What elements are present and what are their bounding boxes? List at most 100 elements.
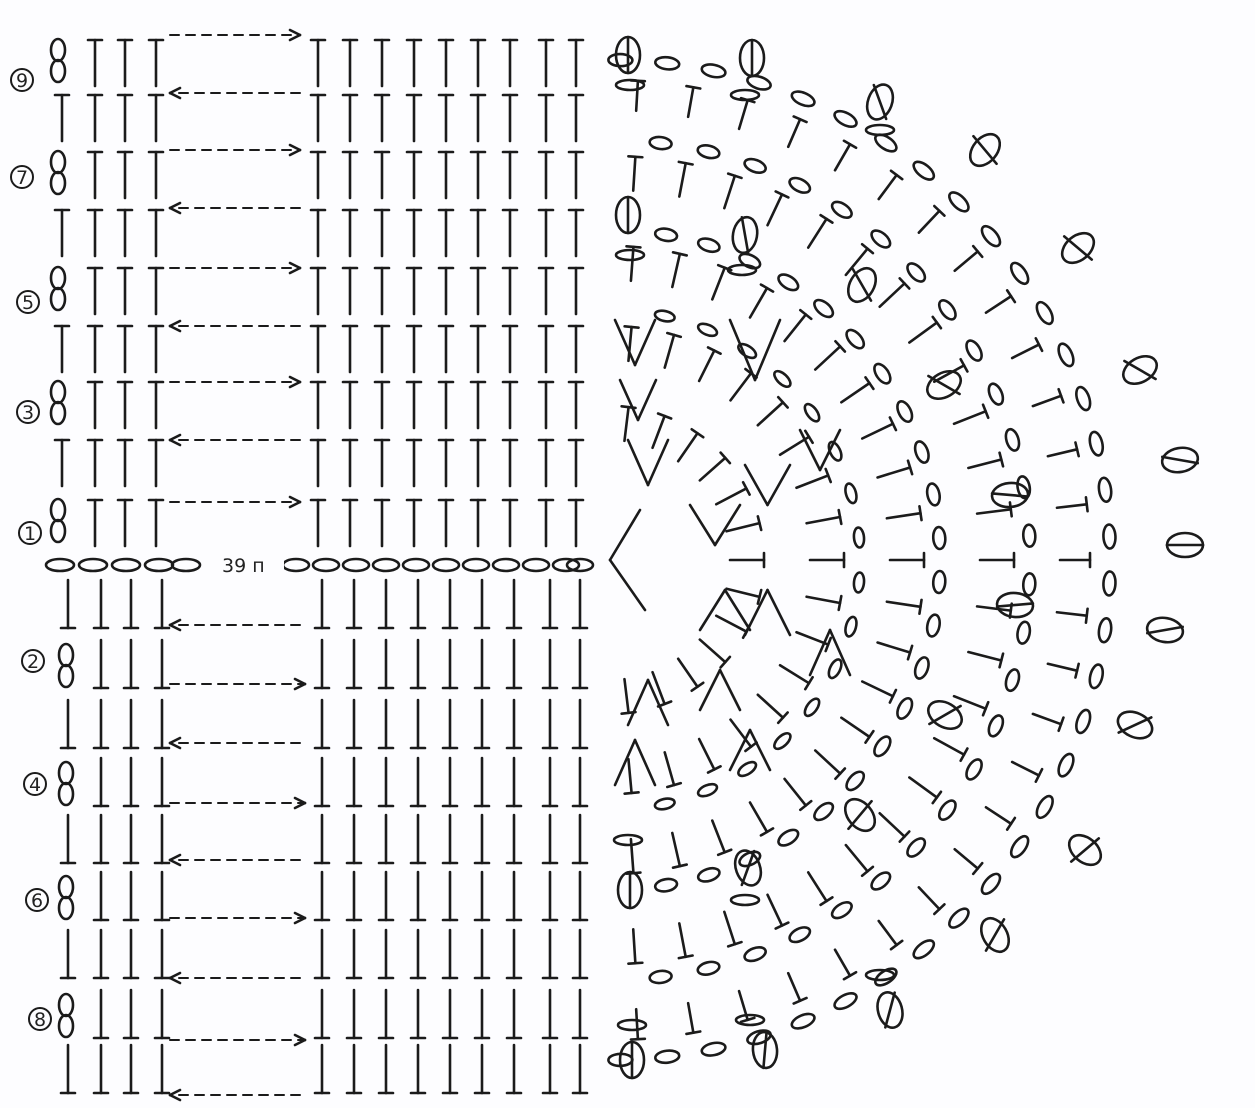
chain-stitch (701, 1041, 727, 1058)
chain-stitch (986, 713, 1006, 738)
radial-stitch (780, 665, 809, 683)
radial-stitch (815, 346, 840, 369)
chain-stitch (51, 60, 65, 82)
chain-stitch (697, 866, 722, 884)
chain-stitch (1004, 428, 1022, 453)
chain-stitch (925, 614, 941, 638)
radial-stitch (846, 845, 868, 871)
radial-stitch-bar (686, 1031, 700, 1033)
chain-stitch (654, 797, 676, 811)
radial-stitch (672, 254, 680, 287)
radial-stitch (624, 679, 628, 713)
v-stitch-left (745, 465, 768, 505)
chain-stitch (1023, 524, 1036, 547)
row-label-6: 6 (26, 889, 48, 912)
radial-stitch-bar (891, 941, 902, 949)
radial-stitch-bar (622, 406, 636, 408)
chain-stitch (871, 734, 893, 759)
picot-stroke (1147, 627, 1182, 633)
radial-stitch (631, 247, 634, 281)
radial-stitch-bar (865, 377, 873, 389)
chain-stitch (51, 402, 65, 424)
chain-stitch (743, 945, 768, 964)
row-number-3: 3 (22, 402, 34, 424)
radial-stitch (688, 1003, 693, 1033)
chain-stitch (871, 361, 893, 386)
chain-stitch (826, 440, 844, 462)
chain-stitch (894, 696, 915, 721)
radial-stitch (712, 268, 724, 300)
chain-stitch (51, 151, 65, 173)
chain-stitch (911, 159, 937, 183)
chain-stitch (493, 559, 519, 571)
row-label-8: 8 (29, 1008, 51, 1031)
chain-stitch (403, 559, 429, 571)
radial-stitch (977, 509, 1011, 513)
radial-stitch-bar (631, 1039, 645, 1040)
v-stitch-left (615, 740, 635, 785)
radial-stitch (679, 923, 685, 956)
radial-stitch (919, 211, 940, 233)
chain-stitch (843, 327, 867, 351)
radial-stitch-bar (891, 171, 902, 179)
radial-stitch (785, 779, 806, 806)
radial-stitch (724, 176, 735, 208)
chain-stitch (787, 924, 812, 945)
radial-stitch (699, 351, 714, 381)
chain-stitch (936, 798, 959, 823)
v-stitch-right (638, 380, 656, 420)
chain-stitch (925, 482, 941, 506)
chain-stitch (772, 731, 793, 752)
radial-stitch-bar (1075, 442, 1078, 456)
chain-stitch (697, 236, 722, 254)
radial-stitch (880, 813, 905, 836)
chain-stitch (696, 782, 718, 799)
radial-stitch (955, 849, 978, 868)
radial-stitch-bar (745, 743, 756, 751)
radial-stitch (768, 194, 782, 225)
radial-stitch (808, 219, 826, 248)
radial-stitch (724, 912, 735, 944)
chain-stitch (1004, 668, 1022, 693)
radial-stitch (1033, 714, 1061, 724)
chain-stitch (979, 223, 1004, 249)
row-label-2: 2 (22, 650, 44, 673)
radial-stitch (653, 416, 665, 448)
chain-stitch (963, 757, 984, 782)
radial-stitch (727, 523, 760, 531)
chain-stitch (1034, 794, 1056, 821)
row-label-9: 9 (11, 69, 33, 92)
chain-stitch (172, 559, 200, 571)
chain-stitch (832, 990, 859, 1012)
radial-stitch-bar (839, 510, 842, 524)
chain-stitch (433, 559, 459, 571)
chain-stitch (59, 644, 73, 666)
chain-stitch (1034, 300, 1056, 327)
radial-stitch-bar (1086, 609, 1088, 623)
chain-stitch (1074, 708, 1093, 735)
radial-stitch (788, 973, 800, 1001)
chain-stitch (59, 876, 73, 898)
chain-stitch (51, 520, 65, 542)
v-stitch-right (648, 440, 668, 485)
chain-stitch (649, 136, 672, 151)
chain-stitch (772, 368, 793, 389)
chain-stitch (731, 895, 759, 905)
radial-stitch (678, 433, 697, 461)
radial-stitch-bar (673, 252, 687, 255)
radial-stitch-bar (865, 731, 873, 743)
chain-stitch (59, 1015, 73, 1037)
chain-stitch (1023, 573, 1036, 596)
chain-stitch (853, 527, 865, 548)
chain-stitch (946, 905, 972, 930)
chain-stitch (51, 267, 65, 289)
row-label-5: 5 (17, 291, 39, 314)
chain-stitch (373, 559, 399, 571)
row-number-9: 9 (16, 70, 28, 92)
radial-stitch-bar (821, 215, 833, 223)
chain-stitch (936, 297, 959, 322)
picot-stroke (928, 376, 959, 394)
radial-stitch (909, 323, 937, 343)
chain-stitch (802, 402, 822, 424)
v-stitch-left (700, 590, 725, 630)
